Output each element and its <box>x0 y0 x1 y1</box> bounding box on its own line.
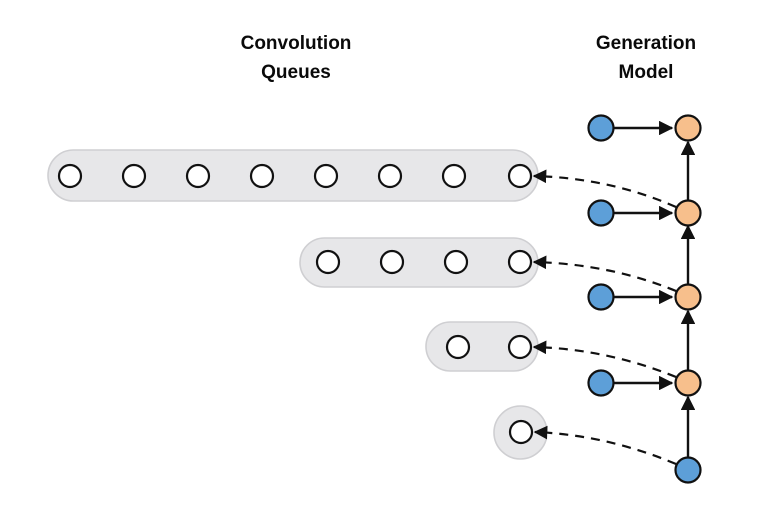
queue-slot[interactable] <box>315 249 341 275</box>
queue-slot[interactable] <box>313 163 339 189</box>
generation-input-node[interactable] <box>587 369 615 397</box>
left-title-line2: Queues <box>261 62 331 83</box>
queue-slot[interactable] <box>507 249 533 275</box>
queue-slot[interactable] <box>185 163 211 189</box>
generation-input-node[interactable] <box>587 199 615 227</box>
right-title: Generation Model <box>596 33 696 83</box>
convolution-queue-2[interactable] <box>299 237 539 288</box>
feedback-arrow-to-queue-1 <box>532 169 677 209</box>
convolution-queue-1[interactable] <box>47 149 539 202</box>
generation-input-node[interactable] <box>587 283 615 311</box>
left-title: Convolution Queues <box>241 33 352 83</box>
queue-slot[interactable] <box>441 163 467 189</box>
generation-output-node[interactable] <box>674 114 702 142</box>
feedback-arrow-to-queue-2 <box>532 255 677 293</box>
edges-group <box>532 120 696 466</box>
convolution-queue-3[interactable] <box>425 321 539 372</box>
generation-output-node[interactable] <box>674 199 702 227</box>
left-title-line1: Convolution <box>241 33 352 54</box>
generation-output-node[interactable] <box>674 369 702 397</box>
right-title-line1: Generation <box>596 33 696 54</box>
feedback-arrow-to-queue-4 <box>533 425 677 466</box>
queue-slot[interactable] <box>443 249 469 275</box>
queue-slot[interactable] <box>508 419 534 445</box>
queue-slot[interactable] <box>445 334 471 360</box>
generation-seed-node[interactable] <box>674 456 702 484</box>
convolution-queue-4[interactable] <box>493 405 548 460</box>
queue-slot[interactable] <box>379 249 405 275</box>
generation-output-node[interactable] <box>674 283 702 311</box>
convolution-queues-group <box>47 149 548 460</box>
queue-slot[interactable] <box>507 163 533 189</box>
right-title-line2: Model <box>619 62 674 83</box>
queue-slot[interactable] <box>249 163 275 189</box>
queue-slot[interactable] <box>507 334 533 360</box>
queue-slot[interactable] <box>121 163 147 189</box>
generation-input-node[interactable] <box>587 114 615 142</box>
queue-slot[interactable] <box>57 163 83 189</box>
feedback-arrow-to-queue-3 <box>532 340 677 379</box>
queue-slot[interactable] <box>377 163 403 189</box>
generation-model-group <box>587 114 702 484</box>
